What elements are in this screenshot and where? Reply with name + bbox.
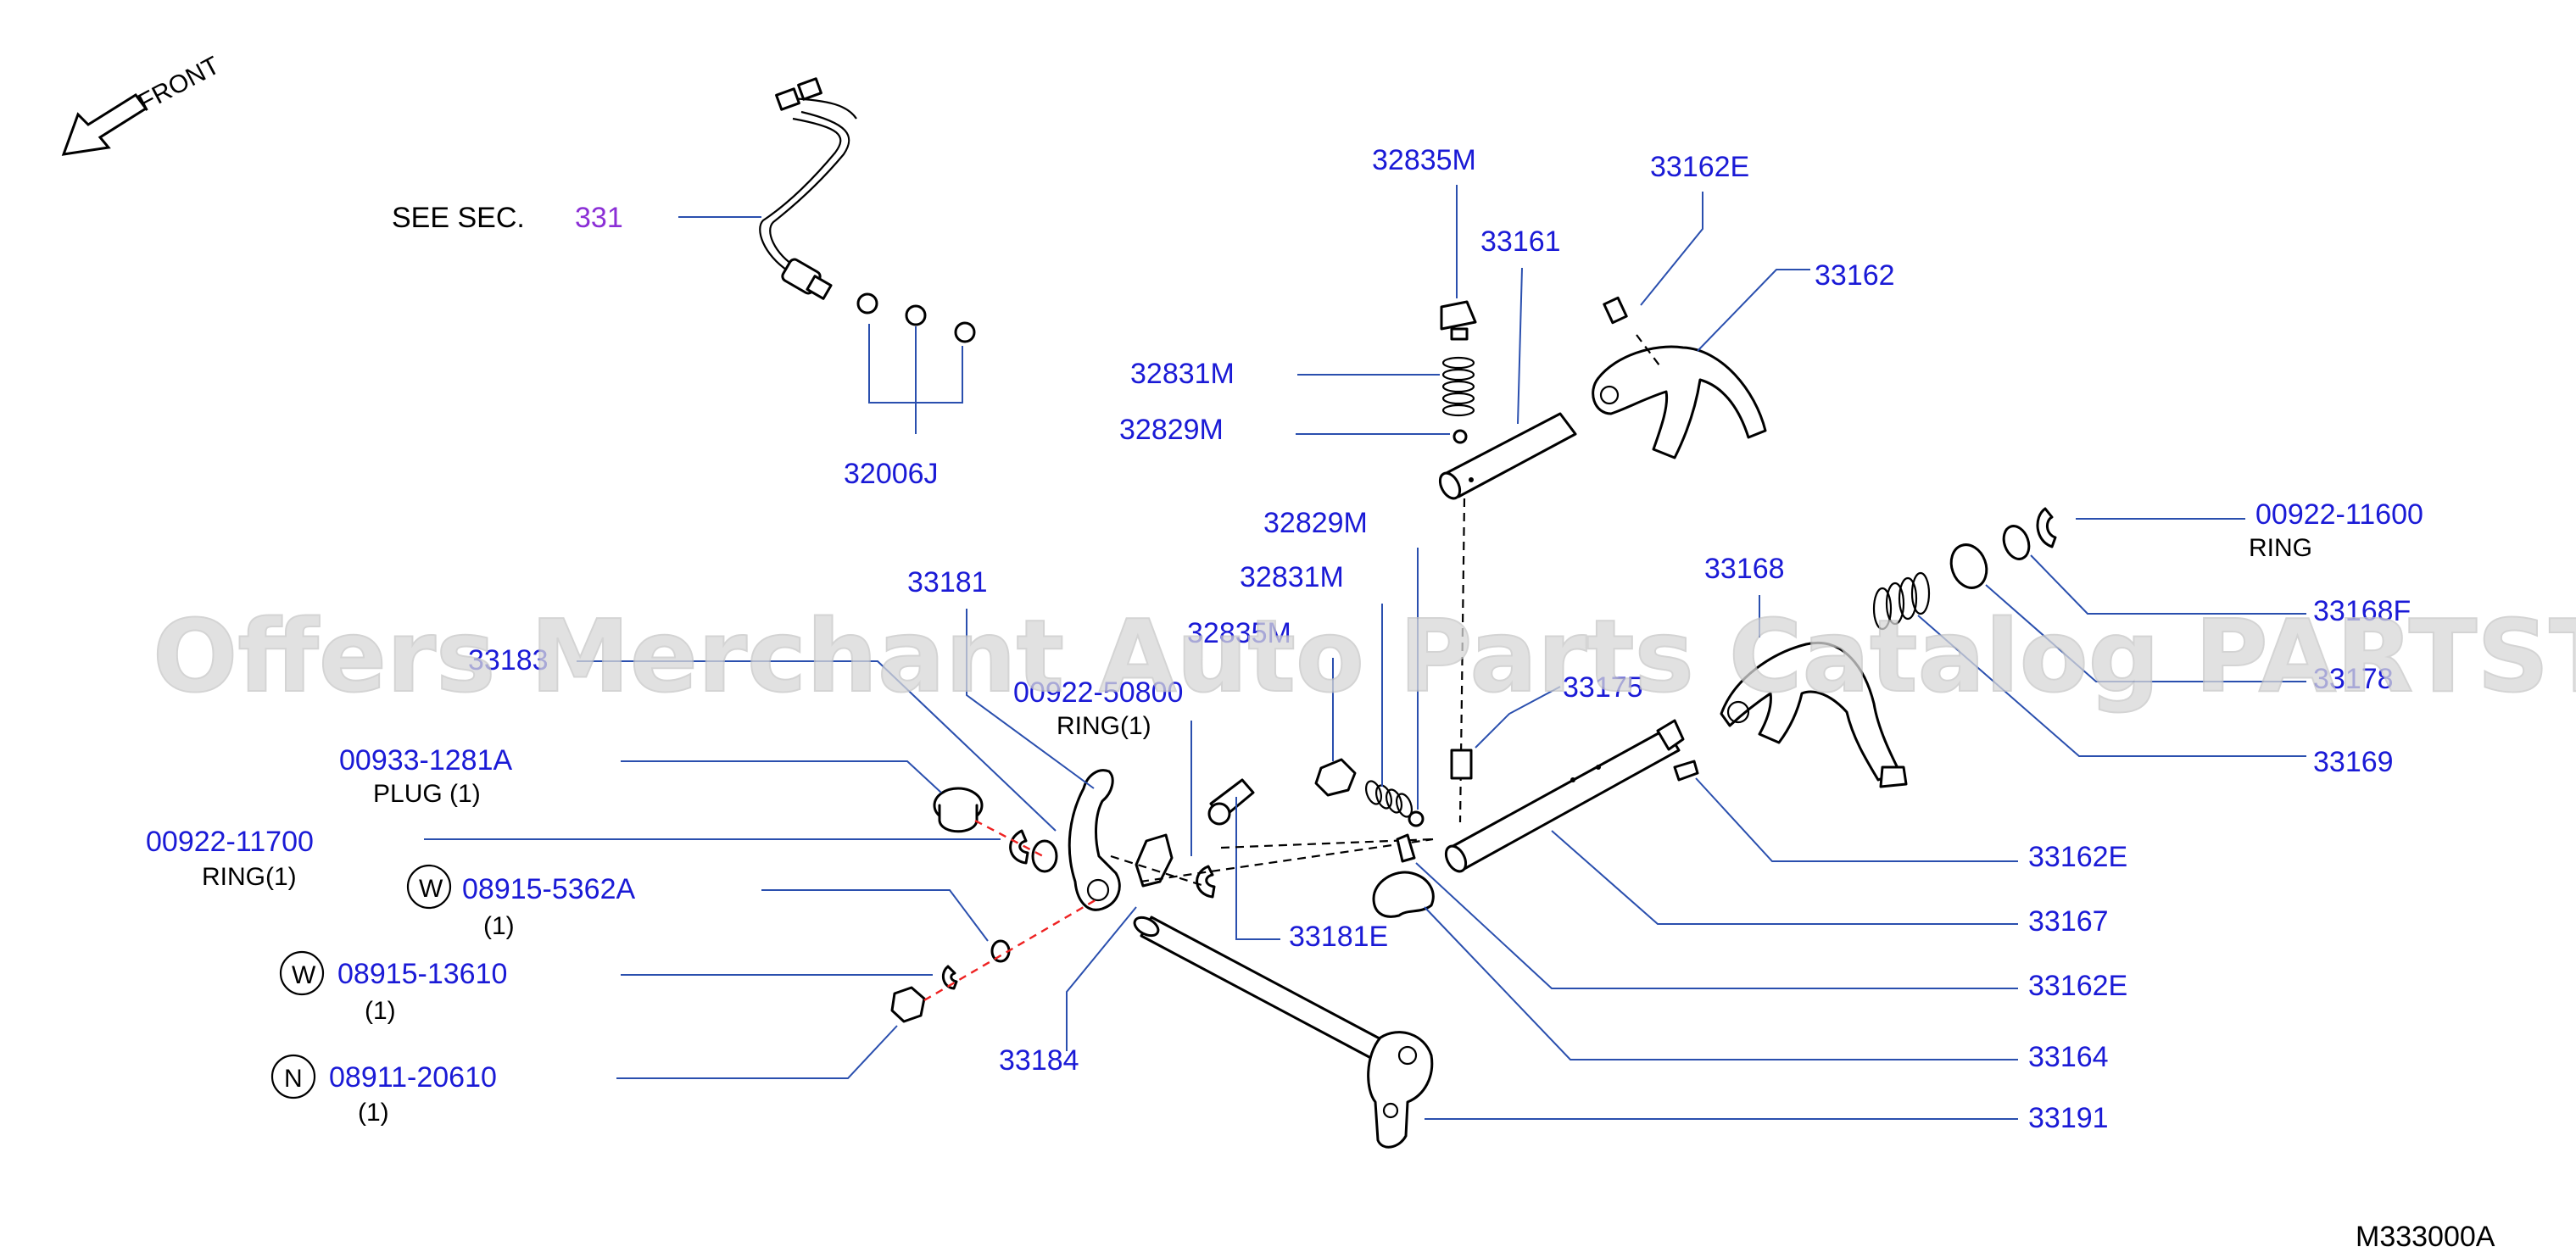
nut-20610 (890, 986, 926, 1023)
callout-32006J[interactable]: 32006J (844, 458, 939, 490)
callout-33168[interactable]: 33168 (1704, 553, 1785, 585)
leader-33162 (1697, 269, 1810, 352)
leader-33161 (1517, 267, 1523, 425)
leader-08915-5362A (761, 889, 989, 942)
leader-33175 (1475, 686, 1561, 749)
bracket-33164 (1372, 833, 1435, 918)
callout-33162E-r2[interactable]: 33162E (2028, 970, 2127, 1002)
callout-33169[interactable]: 33169 (2313, 746, 2394, 778)
washer-lever (1031, 839, 1058, 873)
leader-33184 (1066, 906, 1137, 1051)
callout-33162E-top[interactable]: 33162E (1650, 151, 1749, 183)
leader-33181E (1235, 797, 1280, 940)
leader-08911-20610 (616, 1025, 898, 1079)
qty-5362A: (1) (483, 912, 515, 940)
callout-00922-11700[interactable]: 00922-11700 (146, 826, 314, 858)
leader-33162E-r1 (1695, 777, 2018, 862)
callout-08915-5362A[interactable]: 08915-5362A (462, 873, 636, 905)
callout-33164[interactable]: 33164 (2028, 1041, 2109, 1073)
ring-11600: RING (2249, 534, 2312, 562)
leader-32006J (868, 324, 963, 434)
pin-33162E-right (1673, 760, 1699, 782)
callout-08911-20610[interactable]: 08911-20610 (329, 1061, 497, 1094)
assembly-axis-red (923, 819, 1099, 1002)
leader-33168F (2030, 554, 2306, 615)
watermark: Offers Merchant Auto Parts Catalog PARTS… (153, 598, 2576, 715)
callout-00922-50800[interactable]: 00922-50800 (1013, 676, 1183, 709)
callout-32835M-top[interactable]: 32835M (1372, 144, 1476, 176)
rod-axis-dash (1458, 498, 1466, 823)
shaft-33191 (1133, 916, 1434, 1149)
see-section-prefix: SEE SEC. (392, 202, 525, 234)
w-symbol-2-circle (279, 950, 325, 996)
callout-33161[interactable]: 33161 (1480, 225, 1561, 258)
leader-33162E-top (1640, 192, 1703, 306)
callout-32831M-top[interactable]: 32831M (1130, 358, 1235, 390)
callout-33167[interactable]: 33167 (2028, 905, 2109, 938)
rod-33161 (1438, 412, 1577, 500)
plug-1281A (933, 787, 984, 833)
callout-33162[interactable]: 33162 (1815, 259, 1895, 292)
leader-33164 (1424, 906, 2018, 1060)
n-symbol: N (284, 1065, 303, 1093)
callout-32829M-top[interactable]: 32829M (1119, 414, 1224, 446)
callout-33184[interactable]: 33184 (999, 1044, 1079, 1077)
callout-33181E[interactable]: 33181E (1289, 921, 1388, 953)
callout-00933-1281A[interactable]: 00933-1281A (339, 744, 513, 777)
see-section-number[interactable]: 331 (575, 202, 623, 234)
n-symbol-circle (270, 1054, 316, 1099)
plug-1281A-label: PLUG (1) (373, 780, 481, 808)
callout-33181[interactable]: 33181 (907, 566, 988, 598)
callout-33191[interactable]: 33191 (2028, 1102, 2109, 1134)
ring-11700-label: RING(1) (202, 863, 297, 891)
w-symbol-1: W (419, 875, 443, 903)
leader-33183 (577, 660, 1057, 832)
diagram-code: M333000A (2356, 1221, 2495, 1253)
callout-33168F[interactable]: 33168F (2313, 595, 2411, 627)
leader-33178 (1985, 584, 2306, 682)
w-symbol-2: W (292, 961, 316, 989)
fork-33162 (1592, 296, 1767, 459)
front-label: FRONT (134, 52, 225, 118)
rod-33167 (1444, 719, 1685, 873)
shift-lever-33181 (1068, 769, 1121, 911)
ring-50800 (1196, 865, 1216, 899)
switch-harness-drawing (759, 77, 976, 343)
callout-33175[interactable]: 33175 (1563, 671, 1643, 704)
callout-32835M-mid[interactable]: 32835M (1187, 617, 1291, 649)
pin-33175 (1450, 749, 1473, 780)
callout-33183[interactable]: 33183 (468, 644, 549, 676)
leader-33167 (1551, 830, 2018, 925)
callout-00922-11600[interactable]: 00922-11600 (2255, 498, 2423, 531)
interlock-plate (1135, 833, 1174, 888)
w-symbol-1-circle (406, 864, 452, 910)
callout-33178[interactable]: 33178 (2313, 663, 2394, 695)
detent-stack-top (1440, 300, 1477, 444)
callout-32829M-mid[interactable]: 32829M (1263, 507, 1368, 539)
ring-50800-label: RING(1) (1057, 712, 1151, 740)
ring-11700 (1009, 829, 1029, 865)
qty-13610: (1) (365, 997, 396, 1025)
leader-33162E-r2 (1415, 862, 2018, 989)
front-arrow-icon (61, 92, 148, 156)
leader-33169 (1917, 615, 2306, 757)
leader-33181 (966, 609, 1095, 789)
callout-33162E-r1[interactable]: 33162E (2028, 841, 2127, 873)
callout-32831M-mid[interactable]: 32831M (1240, 561, 1344, 593)
ring-spring-stack-right (1872, 507, 2057, 631)
plunger-33181E (1207, 778, 1255, 826)
callout-08915-13610[interactable]: 08915-13610 (337, 958, 507, 990)
fork-33168 (1720, 642, 1908, 788)
leader-00933-1281A (621, 760, 942, 793)
detent-stack-mid (1314, 758, 1425, 827)
qty-20610: (1) (358, 1099, 389, 1127)
